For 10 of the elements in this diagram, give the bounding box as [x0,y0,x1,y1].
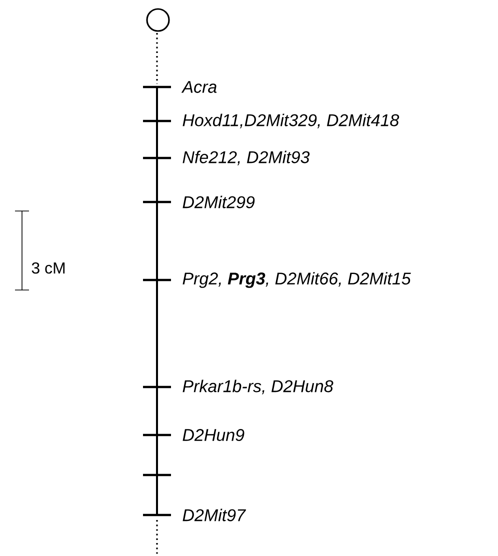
marker-label: Acra [181,81,217,93]
marker-label: Nfe212, D2Mit93 [182,150,310,166]
marker-label: Prg2, Prg3, D2Mit66, D2Mit15 [182,272,411,288]
centromere-circle [146,8,170,32]
marker-label: D2Mit97 [182,508,246,522]
marker-label: D2Hun9 [182,428,244,442]
scale-label: 3 cM [32,262,65,274]
marker-label: Prkar1b-rs, D2Hun8 [182,380,334,394]
marker-label: Hoxd11,D2Mit329, D2Mit418 [182,114,400,128]
marker-label: D2Mit299 [182,196,255,208]
